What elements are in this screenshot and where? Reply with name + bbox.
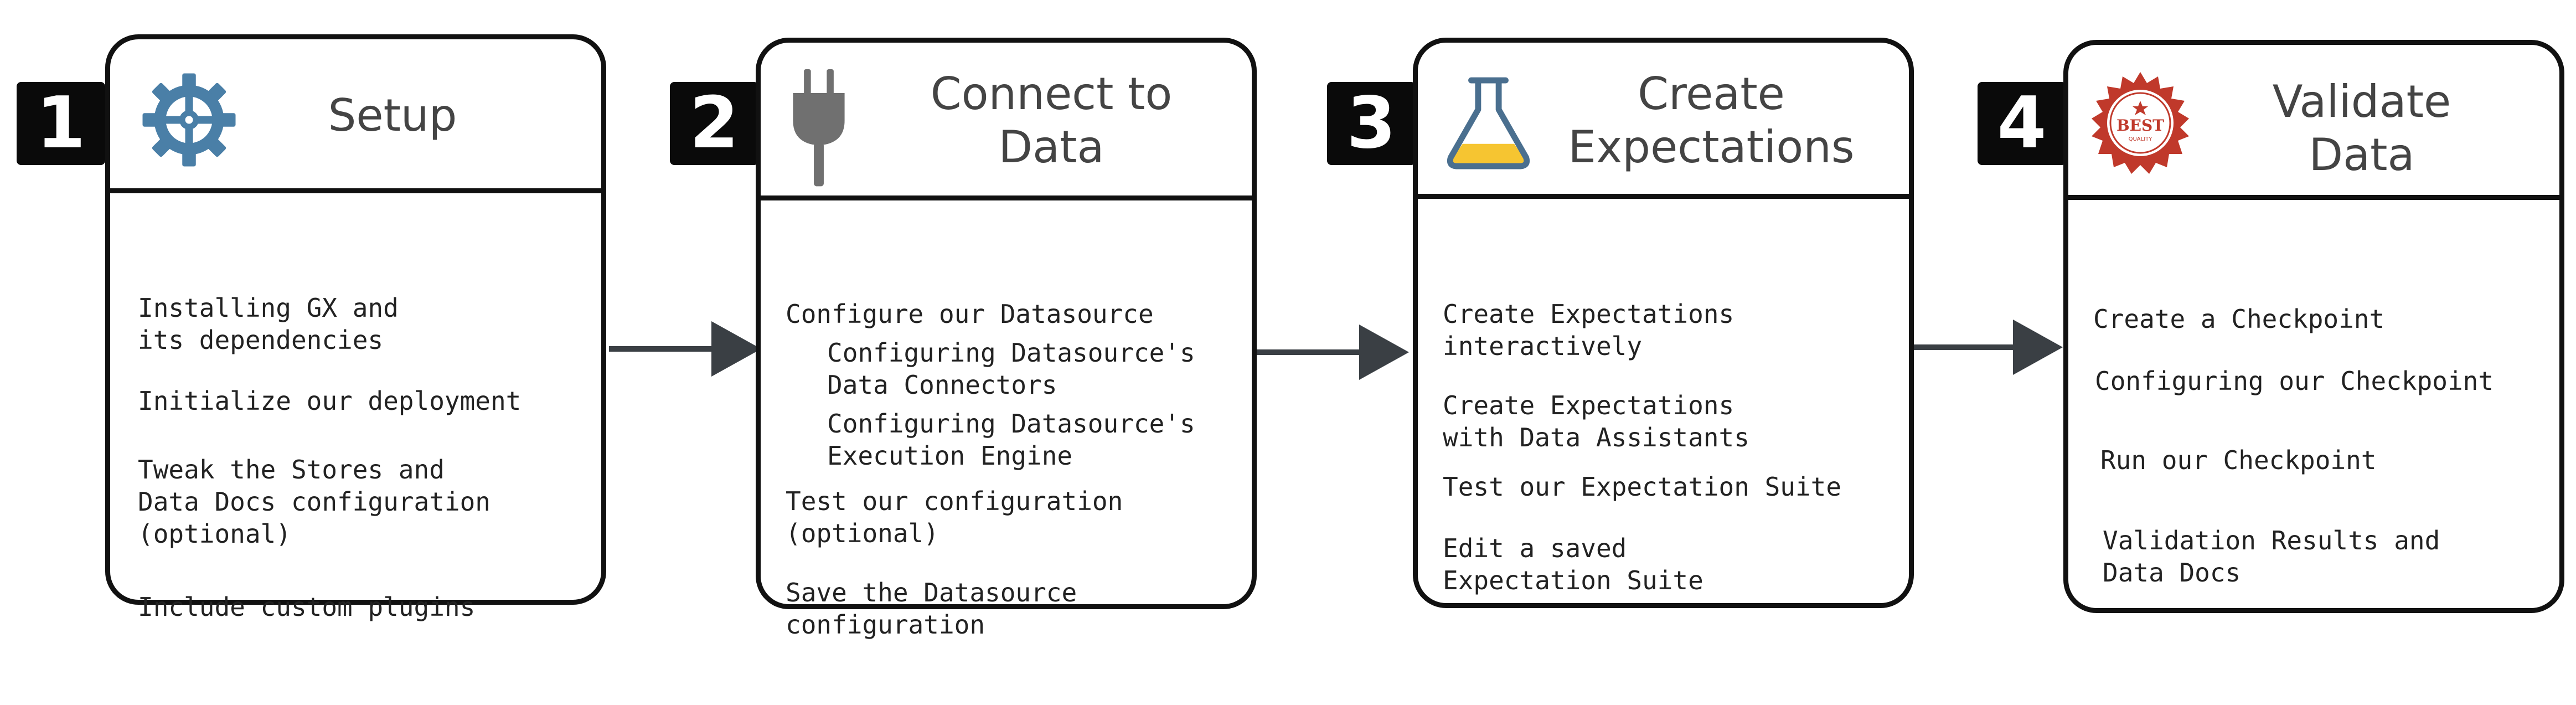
step-2-card: Connect to Data Configure our Datasource… — [756, 38, 1257, 640]
step-2-item-4: Test our configuration(optional) — [786, 486, 1123, 548]
step-2-title: Connect to Data — [874, 68, 1228, 174]
step-1-header: Setup — [110, 39, 601, 193]
step-2-title-line-2: Data — [998, 121, 1104, 173]
step-4-item-2: Configuring our Checkpoint — [2095, 366, 2494, 396]
step-2-badge: 2 — [670, 82, 758, 165]
flask-icon — [1446, 73, 1531, 172]
step-2-header: Connect to Data — [761, 43, 1252, 200]
step-4-card: BEST QUALITY Validate Data Create a Chec… — [2063, 40, 2564, 613]
step-4-item-3: Run our Checkpoint — [2100, 445, 2377, 475]
step-1-item-4: Include custom plugins — [138, 592, 476, 622]
svg-text:BEST: BEST — [2116, 116, 2164, 135]
step-3-title-line-1: Create — [1638, 68, 1785, 120]
step-3-title-line-2: Expectations — [1568, 121, 1855, 173]
step-4-title: Validate Data — [2196, 75, 2528, 182]
step-1-title: Setup — [271, 89, 514, 142]
step-1-title-line: Setup — [328, 90, 457, 141]
step-3-item-3: Test our Expectation Suite — [1443, 472, 1842, 502]
step-2-item-1: Configure our Datasource — [786, 299, 1154, 329]
step-4-badge: 4 — [1978, 82, 2066, 165]
step-2-title-line-1: Connect to — [930, 68, 1173, 120]
best-quality-seal-icon: BEST QUALITY — [2085, 70, 2196, 183]
flow-arrows — [609, 320, 2063, 380]
plug-icon — [788, 69, 849, 191]
step-4-title-line-2: Data — [2309, 129, 2415, 181]
step-3-badge: 3 — [1327, 82, 1416, 165]
step-1-item-2: Initialize our deployment — [138, 386, 522, 416]
gear-icon — [141, 71, 238, 171]
step-4-title-line-1: Validate — [2272, 76, 2451, 127]
step-3-header: Create Expectations — [1418, 43, 1909, 199]
step-3-title: Create Expectations — [1534, 68, 1888, 174]
step-1-badge: 1 — [17, 82, 105, 165]
svg-text:QUALITY: QUALITY — [2129, 136, 2153, 142]
step-4-item-1: Create a Checkpoint — [2093, 304, 2385, 334]
step-4-header: BEST QUALITY Validate Data — [2068, 45, 2559, 200]
